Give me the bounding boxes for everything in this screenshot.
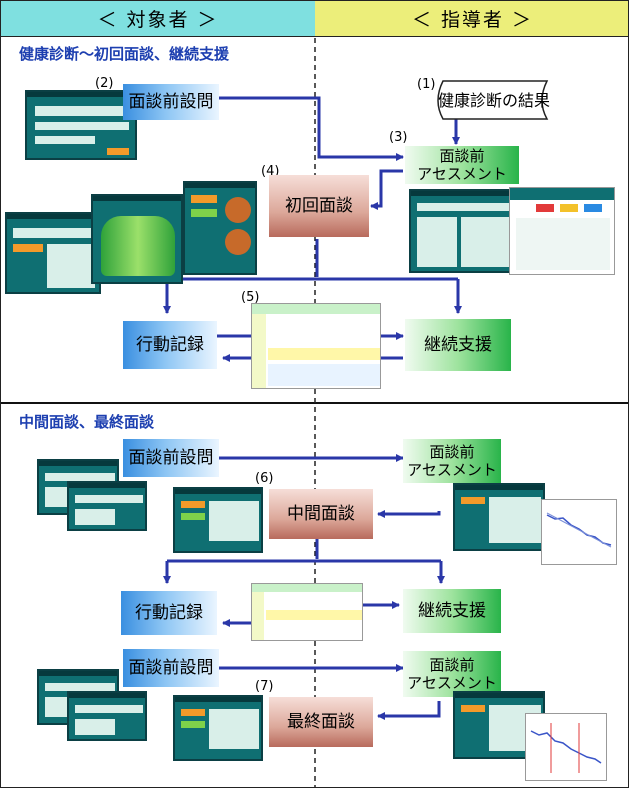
screenshot-first-body (91, 194, 183, 284)
continuous-support-2: 継続支援 (403, 589, 501, 633)
step-label-2: (2) (95, 76, 114, 91)
arrow-question-to-assess (219, 96, 404, 161)
arrow-assess2-to-middle (377, 510, 441, 518)
pre-assessment-2: 面談前アセスメント (403, 439, 501, 483)
final-interview: 最終面談 (269, 697, 373, 747)
section-divider (1, 402, 628, 404)
behavior-record-1: 行動記録 (123, 321, 217, 369)
health-check-result: 健康診断の結果 (437, 90, 550, 110)
pre-assessment-1-line2: アセスメント (417, 165, 507, 183)
step-label-1: (1) (417, 77, 436, 92)
pre-assessment-1-line1: 面談前 (439, 147, 485, 165)
arrow-assess3-to-final (377, 701, 441, 720)
section-title-middle-final: 中間面談、最終面談 (19, 413, 155, 431)
screenshot-first-a (5, 212, 101, 294)
step-label-6: (6) (255, 471, 274, 486)
screenshot-first-c (183, 181, 257, 275)
pre-assessment-1: 面談前アセスメント (405, 146, 519, 184)
section-title-initial: 健康診断～初回面談、継続支援 (19, 45, 230, 63)
screenshot-assess-3 (453, 483, 545, 551)
header-instructor: ＜ 指導者 ＞ (315, 1, 628, 37)
continuous-support-1: 継続支援 (405, 319, 511, 371)
arrow-assess-to-first (370, 169, 403, 210)
graph-thumbnail-1 (541, 499, 617, 565)
middle-interview: 中間面談 (269, 489, 373, 539)
pre-assessment-2-line2: アセスメント (407, 461, 497, 479)
screenshot-question-1 (25, 90, 137, 160)
pre-assessment-3: 面談前アセスメント (403, 651, 501, 697)
screenshot-assess-4 (453, 691, 545, 759)
screenshot-middle-a (173, 487, 263, 553)
step-label-3: (3) (389, 130, 408, 145)
screenshot-assess-1 (409, 189, 515, 273)
step-label-7: (7) (255, 679, 274, 694)
step-label-5: (5) (241, 290, 260, 305)
pre-interview-question-3: 面談前設問 (123, 649, 219, 687)
behavior-record-2: 行動記録 (121, 591, 217, 635)
screenshot-final-a (173, 695, 263, 761)
screenshot-behavior-table-2 (251, 583, 363, 641)
screenshot-assess-2 (509, 187, 615, 275)
screenshot-question-2b (67, 481, 147, 531)
pre-assessment-2-line1: 面談前 (429, 443, 475, 461)
first-interview: 初回面談 (269, 175, 369, 237)
header-target-person: ＜ 対象者 ＞ (1, 1, 315, 37)
pre-interview-question-1: 面談前設問 (123, 84, 219, 120)
pre-interview-question-2: 面談前設問 (123, 439, 219, 477)
pre-assessment-3-line2: アセスメント (407, 674, 497, 692)
graph-thumbnail-2 (525, 713, 607, 781)
pre-assessment-3-line1: 面談前 (429, 656, 475, 674)
health-check-result-scroll (437, 80, 549, 120)
screenshot-behavior-table-1 (251, 303, 381, 389)
screenshot-question-3b (67, 691, 147, 741)
